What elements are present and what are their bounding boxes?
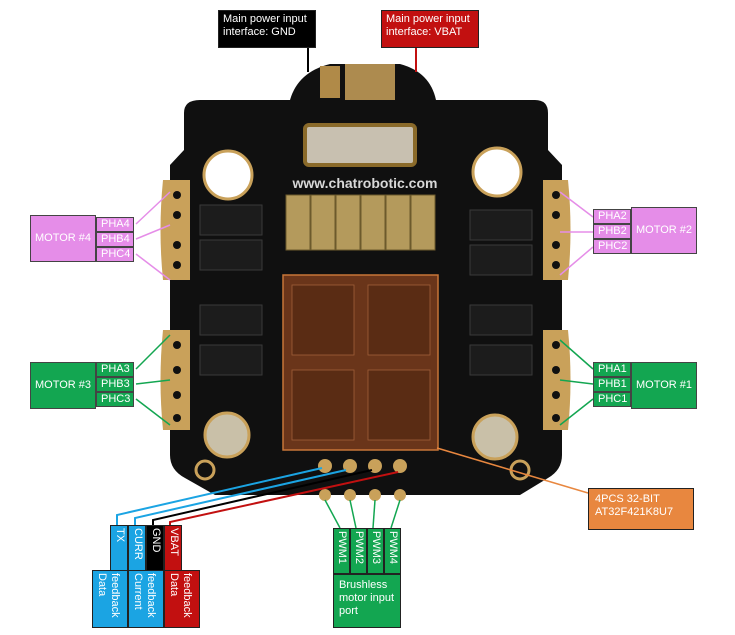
- motor-4-leaders: [135, 191, 171, 281]
- brand-text: www.chatrobotic.com: [292, 175, 438, 191]
- phase-pha3: PHA3: [96, 362, 134, 377]
- gnd-signal-label: GND: [146, 525, 164, 571]
- shunt-resistor: [303, 123, 417, 167]
- pwm-wires: [324, 499, 401, 529]
- pwm4-label: PWM4: [384, 528, 401, 574]
- pwm1-label: PWM1: [333, 528, 350, 574]
- phase-phc4: PHC4: [96, 247, 134, 262]
- motor-4-box: MOTOR #4: [30, 215, 96, 262]
- data-feedback-vbat-label: Data feedback: [164, 570, 200, 628]
- current-feedback-label: Current feedback: [128, 570, 164, 628]
- motor-2-leaders: [559, 191, 594, 276]
- phase-phb2: PHB2: [593, 224, 631, 239]
- phase-phc3: PHC3: [96, 392, 134, 407]
- motor-3-leaders: [135, 334, 171, 426]
- phase-pha1: PHA1: [593, 362, 631, 377]
- data-feedback-label: Data feedback: [92, 570, 128, 628]
- mcu-leader: [436, 447, 589, 494]
- capacitor-row: [285, 194, 436, 251]
- motor-2-box: MOTOR #2: [631, 207, 697, 254]
- phase-phc2: PHC2: [593, 239, 631, 254]
- pwm3-label: PWM3: [367, 528, 384, 574]
- mounting-holes: [202, 146, 523, 461]
- phase-phb1: PHB1: [593, 377, 631, 392]
- motor-1-leaders: [559, 339, 594, 426]
- motor-3-box: MOTOR #3: [30, 362, 96, 409]
- curr-label: CURR: [128, 525, 146, 571]
- pwm2-label: PWM2: [350, 528, 367, 574]
- motor-1-box: MOTOR #1: [631, 362, 697, 409]
- phase-phb3: PHB3: [96, 377, 134, 392]
- phase-pha2: PHA2: [593, 209, 631, 224]
- signal-wires: [116, 467, 399, 525]
- mosfets-right: [469, 209, 533, 376]
- phase-phb4: PHB4: [96, 232, 134, 247]
- phase-pha4: PHA4: [96, 217, 134, 232]
- vbat-signal-label: VBAT: [164, 525, 182, 571]
- phase-phc1: PHC1: [593, 392, 631, 407]
- gnd-power-label: Main power input interface: GND: [218, 10, 316, 48]
- motor-input-port-label: Brushless motor input port: [333, 574, 401, 628]
- mcu-label: 4PCS 32-BIT AT32F421K8U7: [588, 488, 694, 530]
- tx-label: TX: [110, 525, 128, 571]
- vbat-power-label: Main power input interface: VBAT: [381, 10, 479, 48]
- right-motor-pads: [543, 180, 571, 430]
- left-motor-pads: [160, 180, 190, 430]
- mosfets-left: [199, 204, 263, 376]
